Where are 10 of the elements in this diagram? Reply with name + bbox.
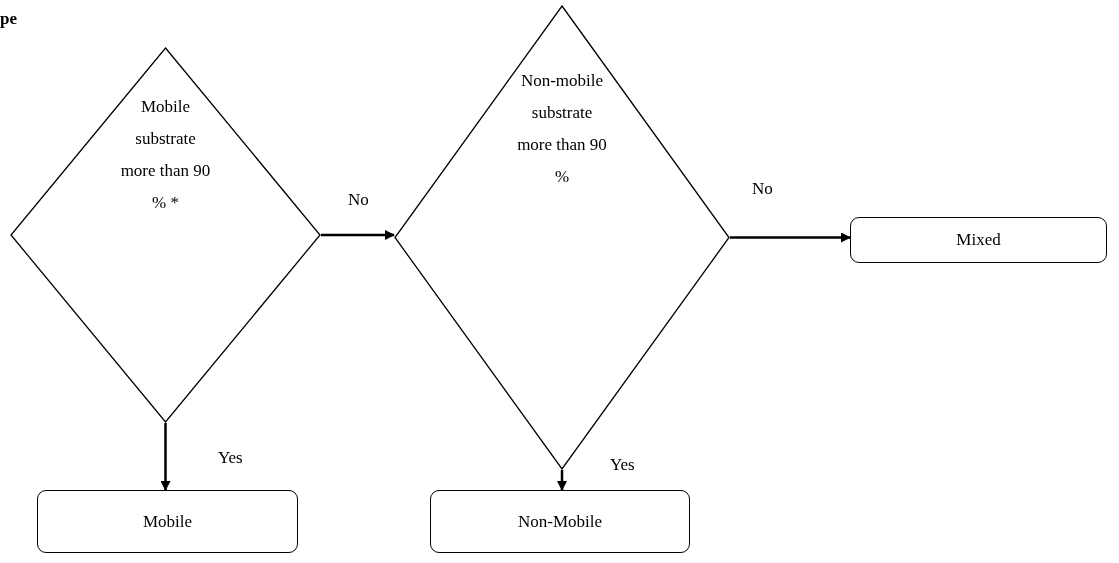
diagram-title: pe — [0, 10, 17, 27]
decision-text: Non-mobile substrate more than 90 % — [516, 70, 608, 188]
arrow — [730, 232, 851, 243]
arrow — [321, 230, 395, 240]
decision-text: Mobile substrate more than 90 % * — [119, 96, 212, 214]
outcome-box: Mobile — [37, 490, 298, 553]
outcome-box: Non-Mobile — [430, 490, 690, 553]
outcome-box: Mixed — [850, 217, 1107, 263]
arrow — [160, 423, 171, 491]
arrow — [557, 470, 567, 491]
